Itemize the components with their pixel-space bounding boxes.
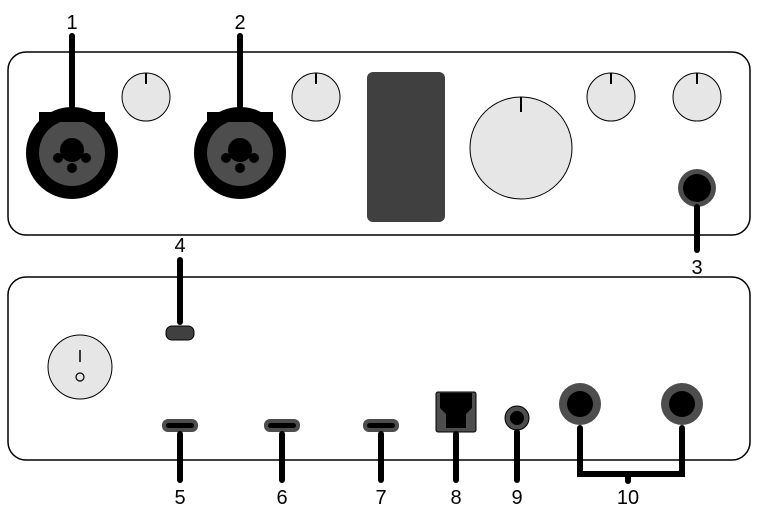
callout-2: 2 (234, 12, 245, 34)
callout-10: 10 (617, 487, 639, 509)
headphone-jack (678, 169, 716, 207)
usb-c-port-3 (363, 419, 399, 432)
output-jack-1 (559, 383, 601, 425)
output-jack-2 (661, 383, 703, 425)
callout-1: 1 (66, 12, 77, 34)
usb-c-port-1 (162, 419, 198, 432)
callout-6: 6 (276, 487, 287, 509)
leader-lines (69, 33, 700, 484)
xlr-combo-jack-1 (26, 107, 118, 199)
knob-3 (586, 72, 636, 122)
callout-7: 7 (375, 487, 386, 509)
front-panel (7, 51, 751, 236)
knob-4 (672, 72, 722, 122)
display-panel (367, 72, 445, 222)
gain-knob-2 (291, 72, 341, 122)
callout-8: 8 (450, 487, 461, 509)
xlr-combo-jack-2 (194, 107, 286, 199)
optical-port (435, 391, 477, 433)
rear-panel (7, 276, 751, 461)
mini-jack (504, 405, 530, 431)
callout-5: 5 (174, 487, 185, 509)
callout-3: 3 (691, 257, 702, 279)
security-slot (165, 325, 195, 341)
power-switch (47, 334, 113, 400)
gain-knob-1 (121, 72, 171, 122)
callout-4: 4 (174, 235, 185, 257)
callout-9: 9 (511, 487, 522, 509)
monitor-knob (469, 96, 573, 200)
usb-c-port-2 (264, 419, 300, 432)
